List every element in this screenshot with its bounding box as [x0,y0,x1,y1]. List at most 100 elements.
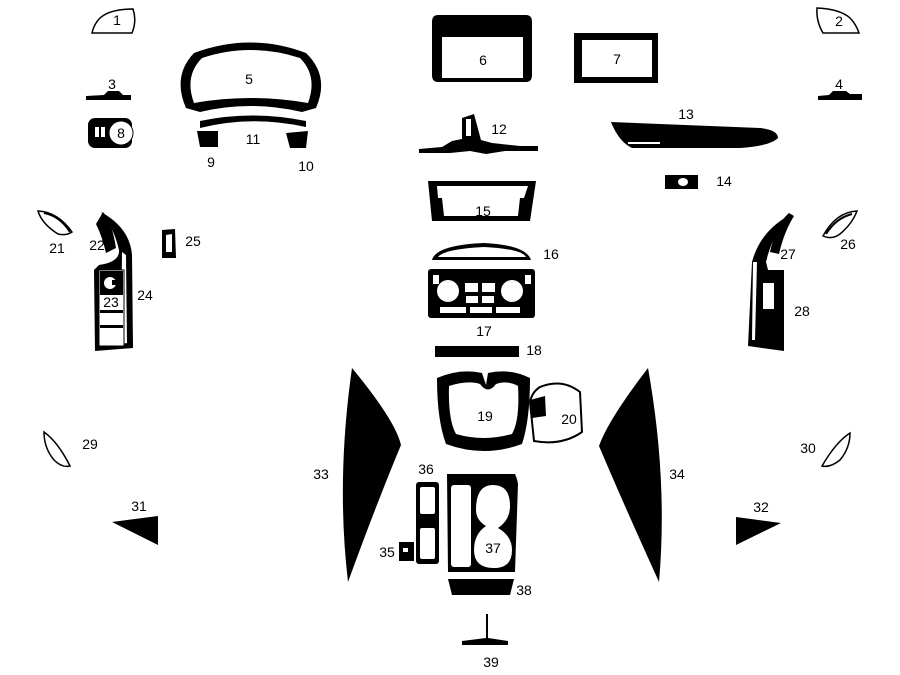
part-39: 39 [462,614,508,670]
part-17-btn-3 [466,296,478,303]
part-23: 23 [98,269,125,347]
part-11: 11 [200,115,306,147]
part-17-slot-3 [496,307,520,313]
part-29-shape [43,430,72,468]
part-4: 4 [818,76,862,100]
part-21-edge [43,212,71,233]
part-31: 31 [112,498,158,545]
part-17-slot-4 [433,275,439,284]
part-19: 19 [437,371,530,451]
part-30: 30 [800,431,851,468]
part-4-shape [818,91,862,100]
part-17-knob-left [437,280,459,302]
part-16-shape [432,243,531,260]
part-6-label: 6 [479,52,487,68]
part-3-label: 3 [108,76,116,92]
part-8-slot-b [101,127,105,137]
part-17-btn-2 [482,283,495,292]
part-9: 9 [197,131,218,170]
part-17-knob-right [501,280,523,302]
part-20-label: 20 [561,411,577,427]
part-3: 3 [86,76,131,100]
part-37-strip [451,485,471,567]
part-37-label: 37 [485,540,501,556]
part-17-label: 17 [476,323,492,339]
part-10-shape [286,131,308,148]
part-36-label: 36 [418,461,434,477]
part-2-shape [816,7,861,34]
part-14-label: 14 [716,173,732,189]
part-38-shape [448,579,514,595]
part-33-label: 33 [313,466,329,482]
part-21: 21 [36,210,74,256]
part-13-label: 13 [678,106,694,122]
part-27-label: 27 [780,246,796,262]
part-23-label: 23 [103,294,119,310]
part-7-shape [574,33,658,83]
part-23-slot-1 [100,310,123,313]
part-26-edge [825,213,853,235]
part-20: 20 [528,382,584,444]
part-26: 26 [821,210,859,252]
part-19-shape [437,371,530,451]
part-16-label: 16 [543,246,559,262]
part-12: 12 [419,114,538,154]
part-8-knob [108,120,134,146]
part-23-knob-cut [112,280,117,285]
part-26-shape [821,210,859,239]
part-5-label: 5 [245,71,253,87]
part-15-shape [428,181,536,221]
part-11-shape [200,115,306,128]
part-20-lug [530,396,546,418]
part-6-shape [432,15,532,82]
part-9-shape [197,131,218,147]
part-1-shape [91,8,136,34]
part-31-shape [112,516,158,545]
part-1: 1 [91,8,136,34]
part-1-label: 1 [113,12,121,28]
part-39-shape [462,614,508,645]
part-10: 10 [286,131,314,174]
part-21-shape [36,210,74,236]
part-32-label: 32 [753,499,769,515]
part-17: 17 [428,269,535,339]
part-17-slot-2 [470,307,492,313]
part-33: 33 [313,368,401,582]
part-28-slot [763,283,774,309]
part-17-btn-1 [465,283,478,292]
part-30-label: 30 [800,440,816,456]
part-6: 6 [432,15,532,82]
part-36: 36 [416,461,439,564]
part-21-label: 21 [49,240,65,256]
part-29: 29 [43,430,98,468]
part-38-label: 38 [516,582,532,598]
part-11-label: 11 [246,131,261,147]
part-37: 37 [447,474,518,572]
part-37-cup [474,485,512,568]
part-16: 16 [432,243,559,262]
part-28: 28 [748,216,810,351]
part-13-shape [611,122,778,148]
part-5: 5 [180,42,322,112]
part-13-highlight [628,142,660,144]
part-35: 35 [379,542,414,561]
part-4-label: 4 [835,76,843,92]
part-24-label: 24 [137,287,153,303]
part-25: 25 [162,229,201,258]
part-29-label: 29 [82,436,98,452]
part-13: 13 [611,106,778,148]
part-39-label: 39 [483,654,499,670]
part-12-label: 12 [491,121,507,137]
part-8: 8 [88,118,134,148]
part-27-shape [770,213,794,254]
part-15-label: 15 [475,203,491,219]
part-8-slot-a [95,127,99,137]
part-22: 22 [89,212,116,253]
part-12-slot [466,119,471,136]
part-2-label: 2 [835,13,843,29]
part-26-label: 26 [840,236,856,252]
part-2: 2 [816,7,861,34]
part-9-label: 9 [207,154,215,170]
part-32-shape [736,517,781,545]
